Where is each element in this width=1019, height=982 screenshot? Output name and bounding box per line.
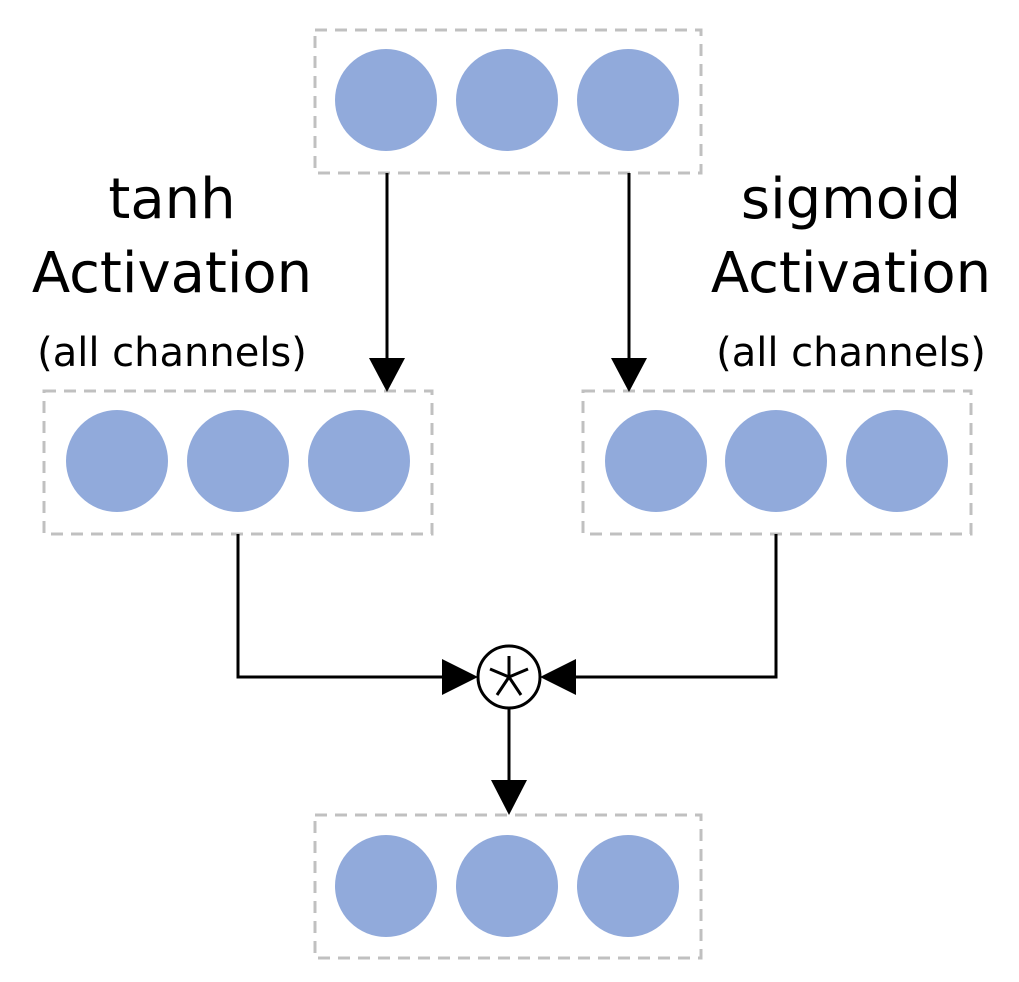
sigmoid-node bbox=[846, 410, 948, 512]
tanh-node bbox=[308, 410, 410, 512]
multiply-stroke bbox=[508, 667, 529, 679]
output-layer-box bbox=[313, 813, 703, 960]
arrowhead-multiply-right bbox=[540, 659, 576, 695]
sigmoid-title-activation: Activation bbox=[711, 241, 991, 306]
sigmoid-node bbox=[725, 410, 827, 512]
arrow-tanh-to-multiply bbox=[236, 534, 448, 679]
arrowhead-tanh bbox=[369, 358, 405, 392]
input-node bbox=[335, 49, 437, 151]
multiply-stroke bbox=[489, 667, 510, 679]
multiply-stroke bbox=[507, 676, 523, 696]
elementwise-multiply-icon bbox=[476, 644, 542, 710]
tanh-title-activation: Activation bbox=[32, 241, 312, 306]
output-node bbox=[456, 835, 558, 937]
sigmoid-branch: sigmoid Activation (all channels) bbox=[581, 167, 991, 536]
connectors bbox=[236, 173, 778, 815]
output-node bbox=[577, 835, 679, 937]
sigmoid-title: sigmoid bbox=[741, 167, 961, 232]
tanh-node bbox=[66, 410, 168, 512]
arrowhead-output bbox=[491, 780, 527, 815]
arrowhead-multiply-left bbox=[442, 659, 478, 695]
sigmoid-subtitle: (all channels) bbox=[716, 330, 986, 376]
tanh-branch: tanh Activation (all channels) bbox=[32, 167, 434, 536]
input-layer bbox=[313, 28, 703, 175]
input-node bbox=[456, 49, 558, 151]
output-layer bbox=[313, 813, 703, 960]
sigmoid-node bbox=[605, 410, 707, 512]
tanh-node bbox=[187, 410, 289, 512]
arrowhead-sigmoid bbox=[611, 358, 647, 392]
input-node bbox=[577, 49, 679, 151]
arrow-sigmoid-to-multiply bbox=[570, 534, 778, 679]
tanh-subtitle: (all channels) bbox=[37, 330, 307, 376]
tanh-title: tanh bbox=[108, 167, 235, 232]
input-layer-box bbox=[313, 28, 703, 175]
multiply-stroke bbox=[495, 676, 511, 696]
output-node bbox=[335, 835, 437, 937]
